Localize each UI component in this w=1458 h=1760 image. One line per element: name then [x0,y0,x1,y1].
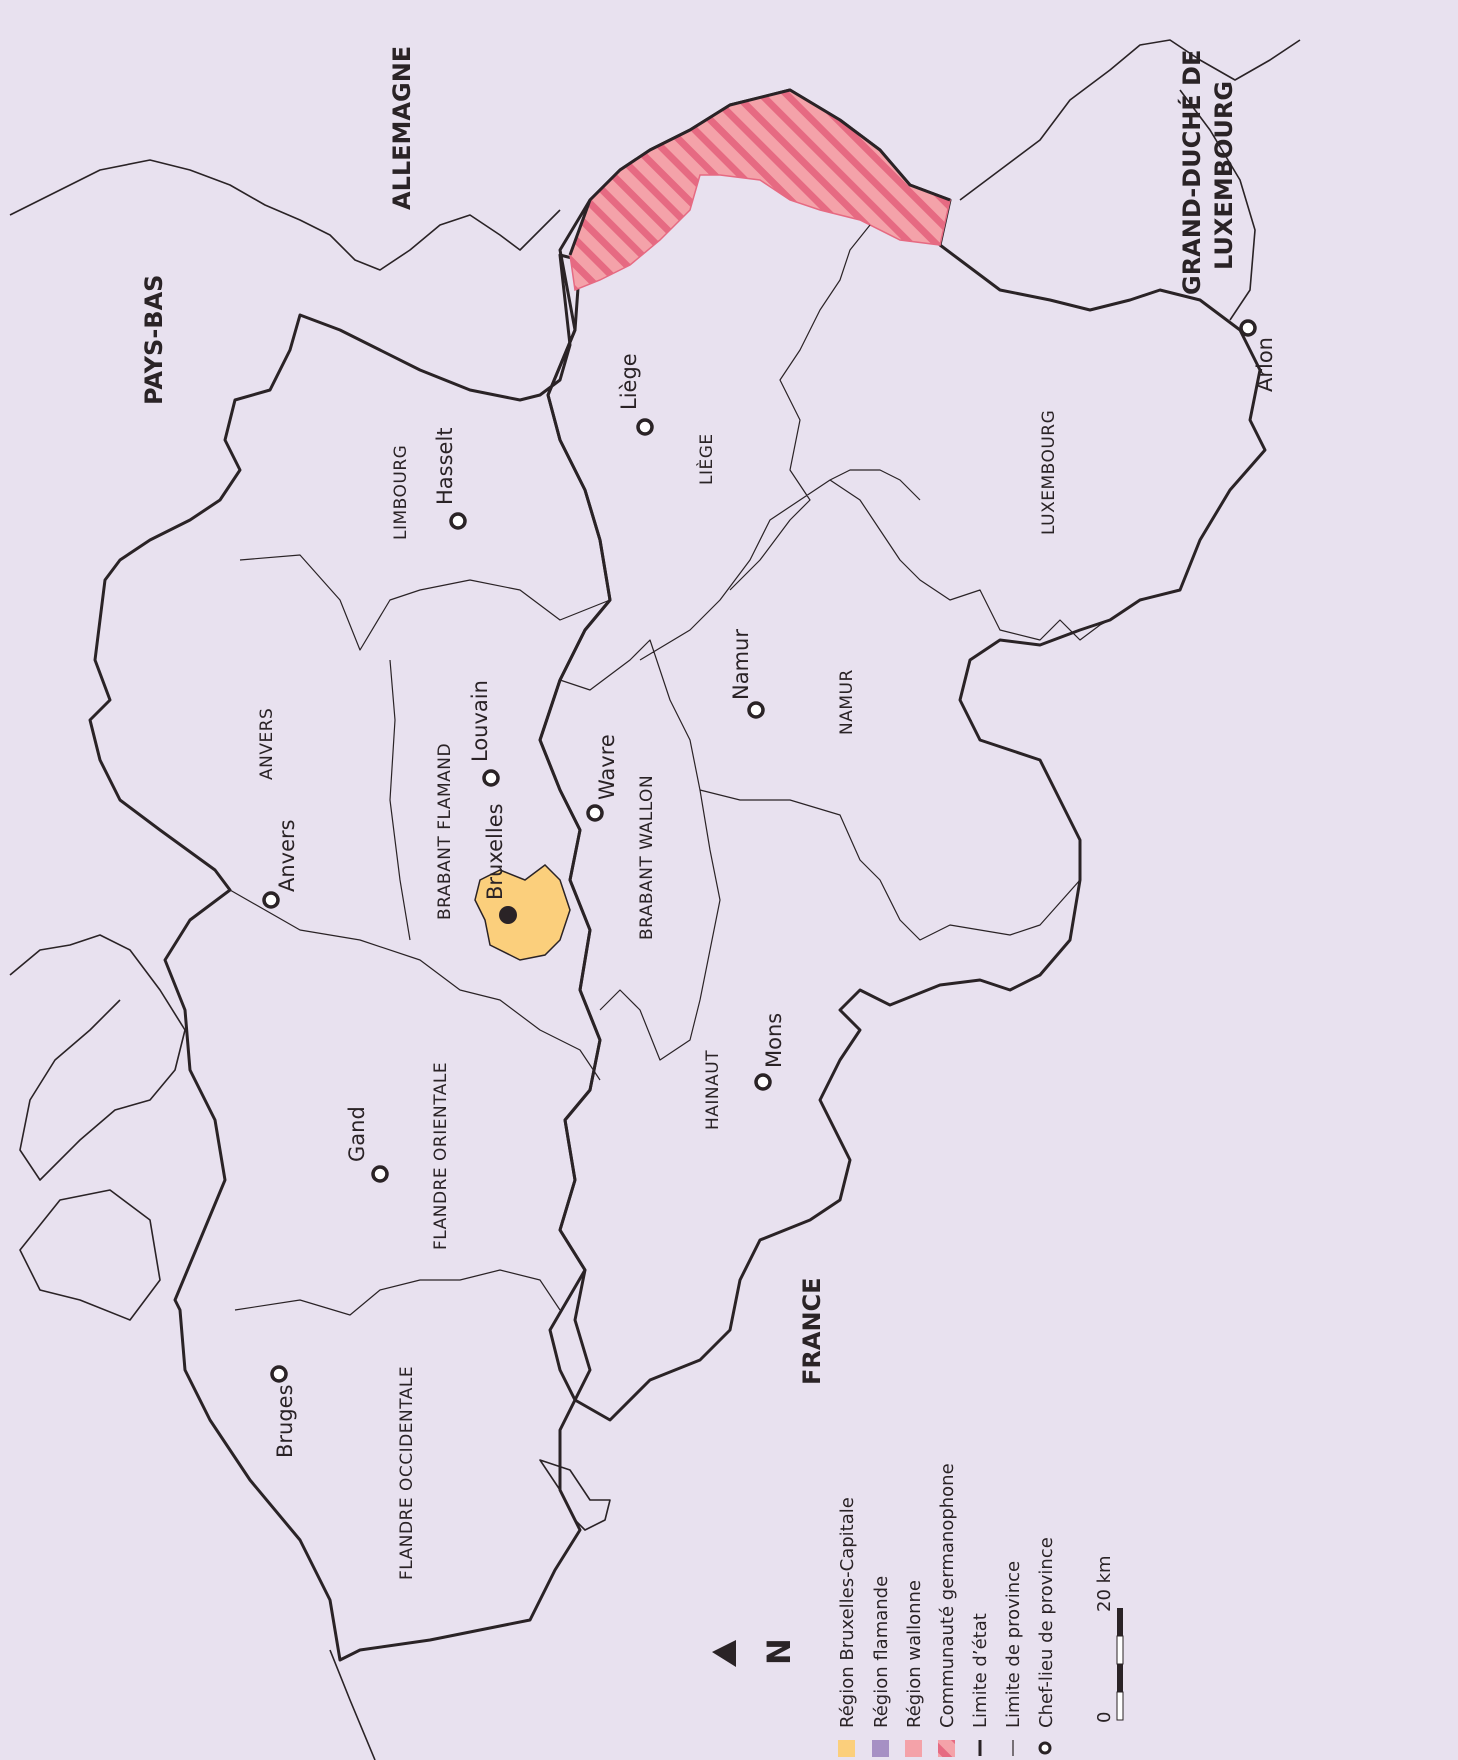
city-marker-arlon [1239,319,1257,337]
legend-swatch-germanophone [938,1740,955,1757]
city-marker-namur [747,701,765,719]
legend-swatch-flamande [872,1740,889,1757]
city-marker-gand [371,1165,389,1183]
city-marker-hasselt [449,512,467,530]
city-label-bruges: Bruges [273,1384,297,1458]
city-marker-liege [636,418,654,436]
country-label-pays-bas: PAYS-BAS [140,275,168,405]
city-markers [262,319,1257,1383]
city-marker-bruxelles [499,906,517,924]
province-label-anvers: ANVERS [257,708,277,780]
city-marker-anvers [262,891,280,909]
city-label-liege: Liège [617,353,641,410]
netherlands-outline [9,159,561,271]
province-label-brabant-flamand: BRABANT FLAMAND [435,743,455,920]
scale-bar: 0 20 km [1094,1555,1124,1723]
country-label-allemagne: ALLEMAGNE [388,46,416,210]
north-arrow: N [712,1638,798,1667]
city-label-anvers: Anvers [275,819,299,892]
legend-swatch-bruxelles [838,1740,855,1757]
country-label-france: FRANCE [798,1277,826,1385]
city-label-mons: Mons [762,1013,786,1068]
province-label-liege: LIÈGE [695,433,717,485]
legend-swatch-wallonne [905,1740,922,1757]
city-label-bruxelles: Bruxelles [483,803,507,900]
legend-label-flamande: Région flamande [871,1576,892,1728]
city-label-louvain: Louvain [468,680,492,762]
legend: Région Bruxelles-Capitale Région flamand… [837,1463,1057,1757]
legend-label-limite-etat: Limite d’état [970,1613,991,1728]
city-label-arlon: Arlon [1253,337,1277,392]
city-marker-bruges [270,1365,288,1383]
comines-exclave [539,1459,611,1531]
city-label-gand: Gand [345,1106,369,1162]
scale-label-max: 20 km [1094,1555,1115,1612]
north-arrow-icon [712,1640,736,1667]
scheldt-estuary-outline [9,934,186,1321]
city-marker-wavre [586,804,604,822]
city-label-hasselt: Hasselt [433,427,457,505]
legend-label-wallonne: Région wallonne [904,1580,925,1728]
city-marker-mons [754,1073,772,1091]
legend-symbol-chef-lieu [1038,1741,1052,1755]
scale-label-zero: 0 [1094,1712,1115,1723]
germany-lux-border [959,39,1301,321]
province-label-limbourg: LIMBOURG [391,445,411,540]
province-label-namur: NAMUR [837,669,857,735]
province-label-brabant-wallon: BRABANT WALLON [637,775,657,940]
province-label-flandre-occidentale: FLANDRE OCCIDENTALE [397,1366,417,1580]
province-label-flandre-orientale: FLANDRE ORIENTALE [431,1062,451,1250]
scale-bar-segment [1116,1635,1124,1665]
communaute-germanophone [569,89,951,292]
region-bruxelles-capitale [474,864,571,961]
province-boundaries [229,224,1111,1316]
coast-outline [329,1649,376,1760]
legend-label-limite-province: Limite de province [1003,1561,1024,1728]
country-label-luxembourg-2: LUXEMBOURG [1210,81,1238,270]
city-label-namur: Namur [729,629,753,700]
north-label: N [760,1638,798,1665]
legend-label-bruxelles: Région Bruxelles-Capitale [837,1497,858,1728]
legend-label-chef-lieu: Chef-lieu de province [1036,1537,1057,1728]
country-label-luxembourg-1: GRAND-DUCHÉ DE [1177,50,1206,295]
legend-label-germanophone: Communauté germanophone [937,1463,958,1728]
province-label-hainaut: HAINAUT [703,1050,723,1130]
city-label-wavre: Wavre [595,734,619,800]
province-label-luxembourg: LUXEMBOURG [1039,410,1059,535]
city-marker-louvain [482,769,500,787]
germanophone-border [568,88,951,256]
region-wallonne [538,88,1267,1422]
scale-bar-segment [1116,1691,1124,1721]
